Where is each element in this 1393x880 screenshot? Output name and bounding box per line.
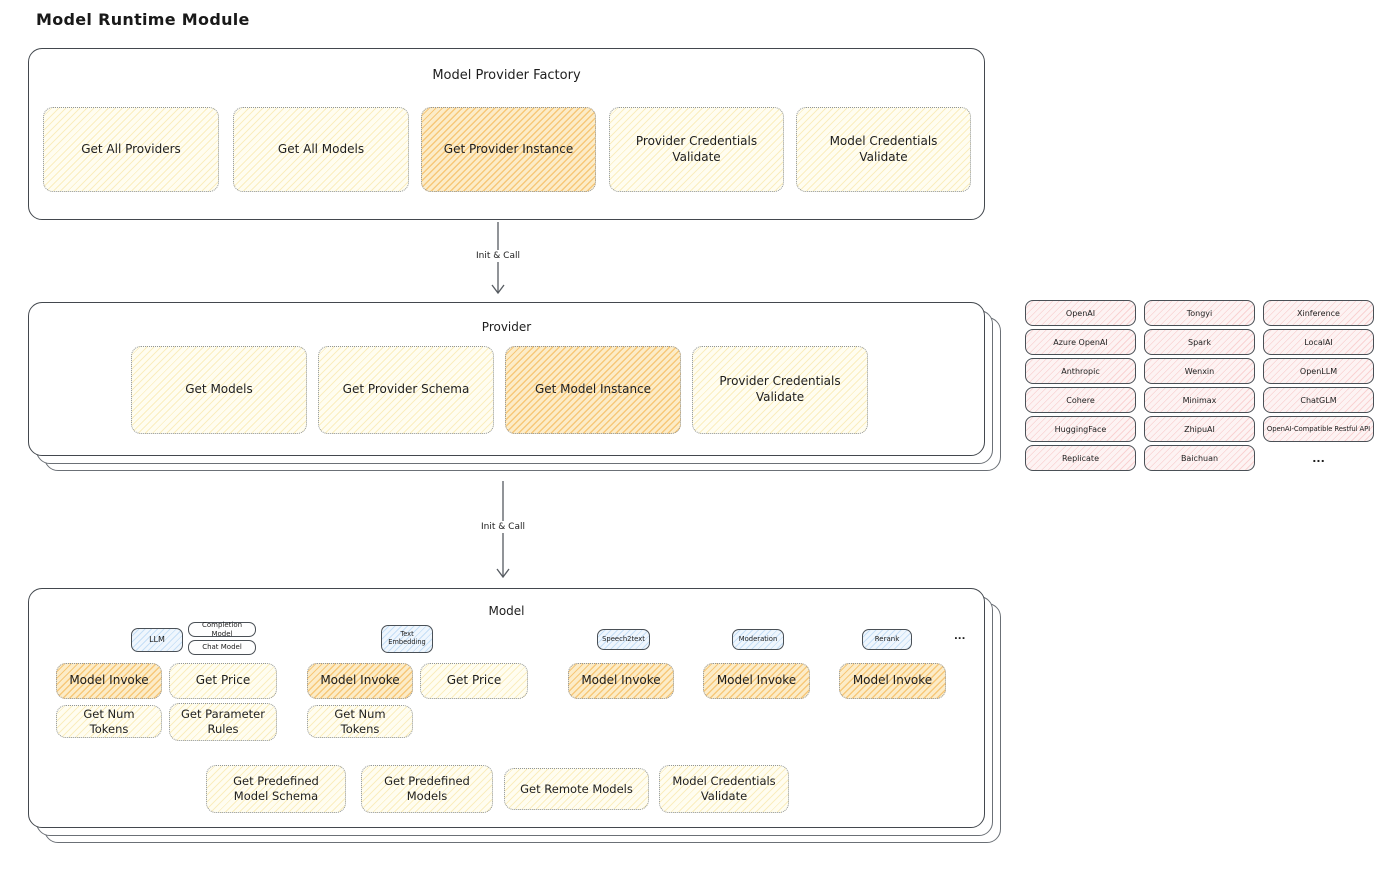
factory-item-get-provider-instance: Get Provider Instance [421, 107, 596, 192]
tabs-ellipsis: ... [954, 631, 966, 642]
provider-chip-openai-compatible-restful-api: OpenAI-Compatible Restful API [1263, 416, 1374, 442]
fn-model-invoke-text-embedding: Model Invoke [307, 663, 413, 699]
provider-chip-zhipuai: ZhipuAI [1144, 416, 1255, 442]
tab-chat-model: Chat Model [188, 640, 256, 655]
provider-chip-cohere: Cohere [1025, 387, 1136, 413]
provider-item-get-model-instance: Get Model Instance [505, 346, 681, 434]
provider-chip-huggingface: HuggingFace [1025, 416, 1136, 442]
fn-get-predefined-models: Get Predefined Models [361, 765, 493, 813]
provider-item-get-provider-schema: Get Provider Schema [318, 346, 494, 434]
tab-llm: LLM [131, 628, 183, 652]
provider-item-provider-credentials-validate: Provider Credentials Validate [692, 346, 868, 434]
fn-model-credentials-validate: Model Credentials Validate [659, 765, 789, 813]
fn-model-invoke-moderation: Model Invoke [703, 663, 810, 699]
provider-chip-replicate: Replicate [1025, 445, 1136, 471]
factory-item-get-all-providers: Get All Providers [43, 107, 219, 192]
provider-chip-azure-openai: Azure OpenAI [1025, 329, 1136, 355]
fn-get-parameter-rules: Get Parameter Rules [169, 703, 277, 741]
providers-grid: OpenAI Tongyi Xinference Azure OpenAI Sp… [1025, 300, 1374, 471]
tab-text-embedding: Text Embedding [381, 625, 433, 653]
fn-get-price-llm: Get Price [169, 663, 277, 699]
provider-chip-xinference: Xinference [1263, 300, 1374, 326]
model-container: Model LLM Completion Model Chat Model Te… [28, 588, 985, 828]
fn-get-num-tokens-text-embedding: Get Num Tokens [307, 705, 413, 738]
fn-get-predefined-model-schema: Get Predefined Model Schema [206, 765, 346, 813]
page-title: Model Runtime Module [36, 10, 250, 29]
factory-item-model-credentials-validate: Model Credentials Validate [796, 107, 971, 192]
tab-speech2text: Speech2text [597, 629, 650, 650]
provider-item-get-models: Get Models [131, 346, 307, 434]
provider-chip-openai: OpenAI [1025, 300, 1136, 326]
provider-chip-tongyi: Tongyi [1144, 300, 1255, 326]
providers-ellipsis: ... [1312, 451, 1325, 465]
provider-chip-chatglm: ChatGLM [1263, 387, 1374, 413]
init-call-label-1: Init & Call [471, 250, 525, 262]
fn-get-price-text-embedding: Get Price [420, 663, 528, 699]
provider-chip-localai: LocalAI [1263, 329, 1374, 355]
fn-get-remote-models: Get Remote Models [504, 768, 649, 810]
provider-container: Provider Get Models Get Provider Schema … [28, 302, 985, 456]
provider-chip-wenxin: Wenxin [1144, 358, 1255, 384]
factory-container: Model Provider Factory Get All Providers… [28, 48, 985, 220]
provider-chip-openllm: OpenLLM [1263, 358, 1374, 384]
provider-chip-anthropic: Anthropic [1025, 358, 1136, 384]
factory-item-get-all-models: Get All Models [233, 107, 409, 192]
provider-chip-minimax: Minimax [1144, 387, 1255, 413]
fn-model-invoke-llm: Model Invoke [56, 663, 162, 699]
factory-title: Model Provider Factory [432, 68, 581, 83]
provider-chip-baichuan: Baichuan [1144, 445, 1255, 471]
factory-item-provider-credentials-validate: Provider Credentials Validate [609, 107, 784, 192]
fn-model-invoke-speech2text: Model Invoke [568, 663, 674, 699]
fn-get-num-tokens-llm: Get Num Tokens [56, 705, 162, 738]
tab-rerank: Rerank [862, 629, 912, 650]
init-call-label-2: Init & Call [476, 521, 530, 533]
provider-chip-spark: Spark [1144, 329, 1255, 355]
fn-model-invoke-rerank: Model Invoke [839, 663, 946, 699]
provider-title: Provider [481, 320, 532, 334]
tab-moderation: Moderation [732, 629, 784, 650]
tab-completion-model: Completion Model [188, 621, 256, 638]
model-title: Model [488, 604, 525, 618]
